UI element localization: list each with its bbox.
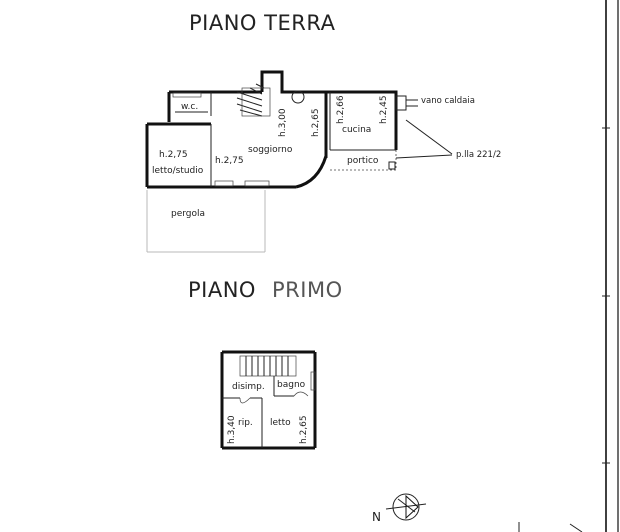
height-letto-studio: h.2,75 — [159, 150, 188, 160]
north-compass-icon — [385, 493, 427, 521]
room-wc: w.c. — [181, 102, 198, 112]
ground-floor-title: PIANO TERRA — [189, 11, 336, 35]
first-floor-plan — [220, 350, 317, 450]
room-disimp: disimp. — [232, 382, 265, 392]
room-pergola: pergola — [171, 209, 205, 219]
room-letto-studio: letto/studio — [152, 166, 204, 176]
room-soggiorno: soggiorno — [248, 145, 293, 155]
room-portico: portico — [347, 156, 379, 166]
pergola-area — [146, 190, 266, 253]
room-bagno: bagno — [277, 380, 306, 390]
height-first-right: h.2,65 — [299, 415, 309, 444]
height-kitchen-b: h.2,45 — [379, 95, 389, 124]
room-rip: rip. — [238, 418, 253, 428]
room-cucina: cucina — [342, 125, 371, 135]
label-parcel: p.lla 221/2 — [456, 150, 501, 160]
height-stair: h.3,00 — [278, 108, 288, 137]
height-central: h.2,65 — [311, 108, 321, 137]
compass-label: N — [372, 510, 381, 524]
first-floor-title-b: PRIMO — [272, 278, 343, 302]
sheet-border — [518, 0, 619, 532]
room-letto: letto — [270, 418, 291, 428]
height-kitchen-a: h.2,66 — [336, 95, 346, 124]
ground-floor-plan — [145, 70, 453, 189]
height-soggiorno: h.2,75 — [215, 156, 244, 166]
first-floor-title-a: PIANO — [188, 278, 256, 302]
height-first-left: h.3,40 — [227, 415, 237, 444]
label-vano-caldaia: vano caldaia — [421, 96, 475, 106]
